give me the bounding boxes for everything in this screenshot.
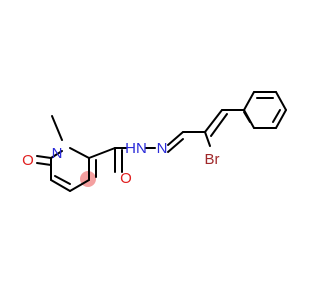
bond-c4-c5	[50, 179, 71, 192]
bond-n-ch	[167, 131, 184, 146]
bond-c2-amide	[88, 147, 116, 159]
bond-c4-c5-double	[54, 175, 71, 185]
atom-o-ring: O	[22, 152, 34, 169]
bond-cbr-ch-double	[210, 113, 228, 137]
bond-n-c2	[69, 147, 90, 159]
bond-c6-o	[36, 155, 52, 159]
bond-ph-4	[275, 109, 287, 129]
bond-n-ch-double	[167, 138, 184, 153]
bond-ph-6-double	[243, 111, 251, 123]
molecule-diagram: N O HN N O Br	[22, 91, 287, 192]
bond-c-br	[204, 131, 211, 147]
atom-hn: HN	[125, 140, 147, 157]
bond-c6-o-double	[36, 162, 52, 166]
bond-cbr-ch	[204, 109, 223, 133]
atom-br: Br	[205, 151, 220, 168]
bond-c3-c4	[69, 179, 90, 192]
atom-n-imine: N	[157, 140, 168, 157]
bond-ph-1	[243, 91, 255, 111]
atom-o-amide: O	[120, 170, 132, 187]
bond-c6-n	[50, 150, 63, 159]
atom-n-ring: N	[52, 145, 63, 162]
bond-n-methyl	[51, 115, 63, 141]
structure-drawing: N O HN N O Br	[22, 91, 287, 192]
bond-ph-4-double	[272, 109, 281, 123]
bond-ph-3	[275, 91, 287, 111]
